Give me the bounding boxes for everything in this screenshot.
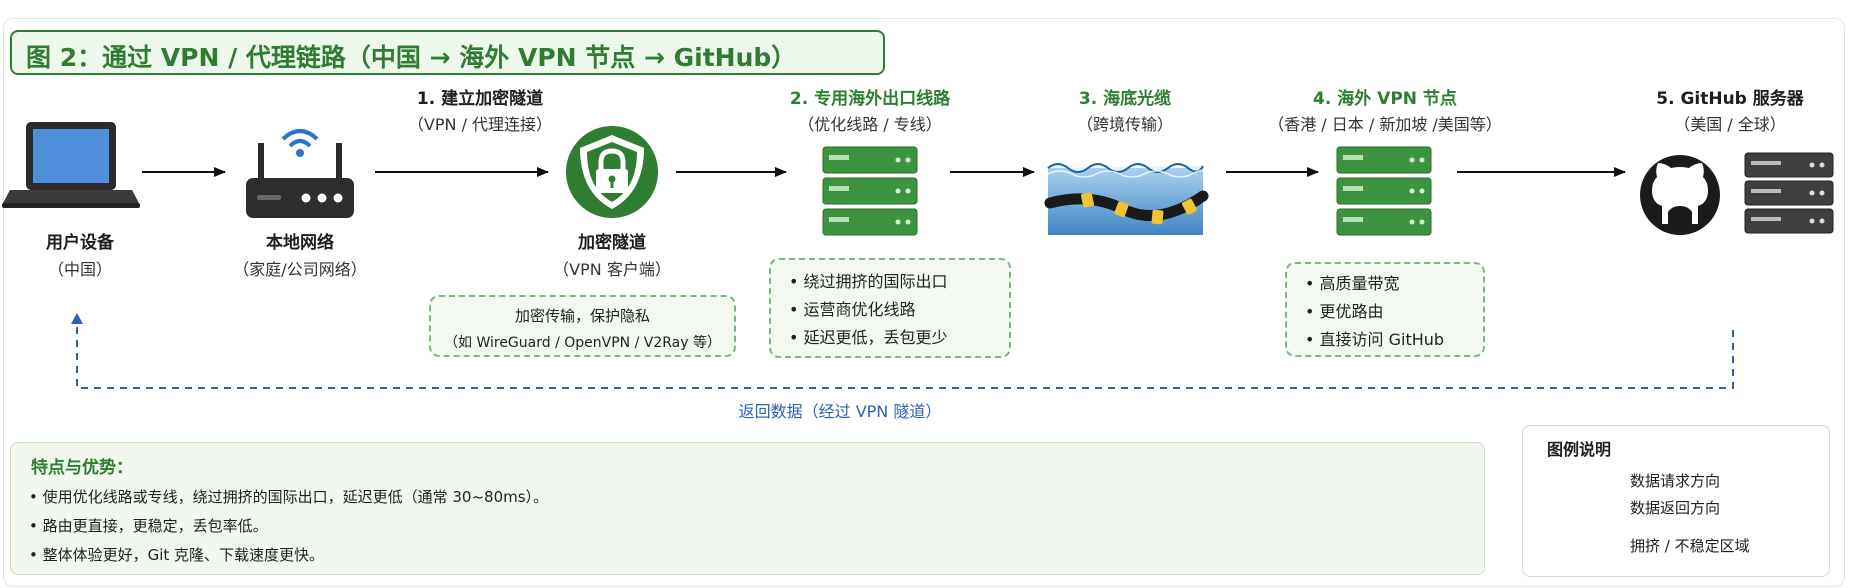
- github-server-icon: [1744, 152, 1834, 234]
- step2-title: 2. 专用海外出口线路: [789, 89, 951, 109]
- device-label: 用户设备: [46, 233, 114, 253]
- step4-title: 4. 海外 VPN 节点: [1313, 89, 1457, 109]
- tunnel-sub: （VPN 客户端）: [553, 260, 671, 279]
- legend-box: [1522, 425, 1830, 577]
- legend-title: 图例说明: [1547, 440, 1612, 459]
- vpn-node-note-line-3: • 直接访问 GitHub: [1305, 330, 1445, 349]
- router-label: 本地网络: [266, 233, 334, 253]
- vpn-node-note-line-1: • 高质量带宽: [1305, 274, 1400, 293]
- step3-title: 3. 海底光缆: [1078, 89, 1172, 109]
- laptop-icon: [2, 122, 140, 208]
- features-title: 特点与优势：: [31, 458, 133, 478]
- features-box: 特点与优势： • 使用优化线路或专线，绕过拥挤的国际出口，延迟更低（通常 30~…: [10, 442, 1485, 575]
- step5-title: 5. GitHub 服务器: [1656, 89, 1804, 109]
- exit-server-icon: [822, 146, 918, 236]
- github-octocat-icon: [1640, 155, 1720, 235]
- step1-sub: （VPN / 代理连接）: [407, 115, 553, 134]
- feature-item: • 使用优化线路或专线，绕过拥挤的国际出口，延迟更低（通常 30~80ms）。: [29, 488, 549, 506]
- exit-note: • 绕过拥挤的国际出口 • 运营商优化线路 • 延迟更低，丢包更少: [769, 258, 1011, 358]
- legend-return-label: 数据返回方向: [1630, 499, 1721, 517]
- vpn-node-note: • 高质量带宽 • 更优路由 • 直接访问 GitHub: [1285, 262, 1485, 357]
- tunnel-note: 加密传输，保护隐私 （如 WireGuard / OpenVPN / V2Ray…: [429, 295, 736, 357]
- step1-title: 1. 建立加密隧道: [416, 89, 544, 109]
- step2-sub: （优化线路 / 专线）: [798, 115, 942, 134]
- vpn-node-note-line-2: • 更优路由: [1305, 302, 1384, 321]
- step3-sub: （跨境传输）: [1076, 115, 1173, 134]
- step5-sub: （美国 / 全球）: [1674, 115, 1786, 134]
- tunnel-note-line-2: （如 WireGuard / OpenVPN / V2Ray 等）: [444, 335, 721, 351]
- exit-note-line-1: • 绕过拥挤的国际出口: [789, 272, 948, 291]
- return-label: 返回数据（经过 VPN 隧道）: [738, 402, 942, 421]
- return-path-line: [76, 322, 1734, 389]
- return-arrowhead: [71, 313, 83, 324]
- legend-congestion-label: 拥挤 / 不稳定区域: [1630, 537, 1750, 555]
- page-title: 图 2：通过 VPN / 代理链路（中国 → 海外 VPN 节点 → GitHu…: [26, 43, 797, 72]
- legend-request-label: 数据请求方向: [1630, 472, 1721, 490]
- exit-note-line-2: • 运营商优化线路: [789, 300, 916, 319]
- vpn-node-server-icon: [1336, 146, 1432, 236]
- tunnel-note-line-1: 加密传输，保护隐私: [514, 307, 650, 325]
- exit-note-line-3: • 延迟更低，丢包更少: [789, 328, 948, 347]
- feature-item: • 路由更直接，更稳定，丢包率低。: [29, 517, 268, 535]
- shield-lock-icon: [566, 126, 658, 218]
- router-icon: [246, 129, 354, 218]
- tunnel-label: 加密隧道: [578, 233, 646, 253]
- undersea-cable-icon: [1044, 163, 1209, 235]
- router-sub: （家庭/公司网络）: [233, 260, 367, 279]
- features-list: • 使用优化线路或专线，绕过拥挤的国际出口，延迟更低（通常 30~80ms）。 …: [29, 483, 548, 570]
- title-box: [10, 30, 885, 75]
- device-sub: （中国）: [47, 260, 112, 279]
- step4-sub: （香港 / 日本 / 新加坡 /美国等）: [1268, 115, 1502, 134]
- feature-item: • 整体体验更好，Git 克隆、下载速度更快。: [29, 546, 325, 564]
